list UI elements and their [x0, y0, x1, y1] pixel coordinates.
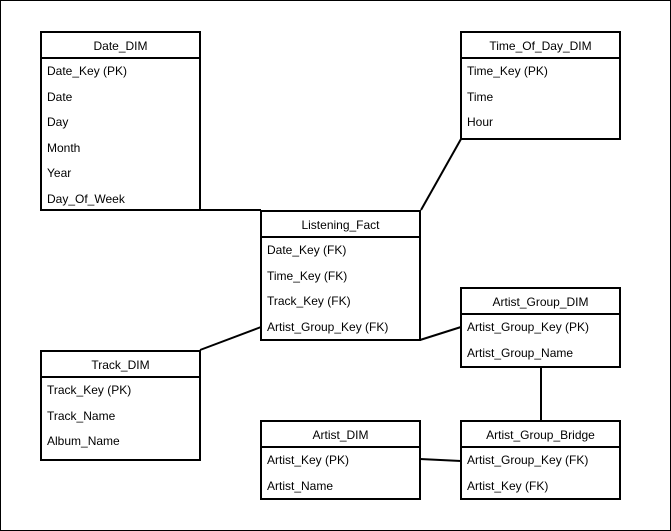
link-time-fact — [420, 138, 462, 211]
attribute-day-of-week: Day_Of_Week — [47, 191, 125, 206]
entity-artist-group-dim: Artist_Group_DIM Artist_Group_Key (PK) A… — [460, 287, 621, 368]
attribute-artist-group-name: Artist_Group_Name — [467, 345, 574, 360]
attribute-artist-group-key-fk: Artist_Group_Key (FK) — [267, 319, 389, 334]
entity-time-of-day-dim: Time_Of_Day_DIM Time_Key (PK) Time Hour — [460, 31, 621, 140]
entity-track-dim: Track_DIM Track_Key (PK) Track_Name Albu… — [40, 350, 201, 461]
attribute-track-name: Track_Name — [47, 408, 116, 423]
attribute-album-name: Album_Name — [47, 434, 120, 448]
attribute-time-key-fk: Time_Key (FK) — [267, 268, 348, 283]
attribute-month: Month — [47, 140, 81, 155]
entity-artist-dim: Artist_DIM Artist_Key (PK) Artist_Name — [260, 420, 421, 500]
link-artist-bridge — [419, 458, 462, 462]
attribute-year: Year — [47, 166, 72, 180]
link-track-fact — [199, 326, 262, 351]
attribute-date-key: Date_Key (PK) — [47, 64, 128, 78]
attribute-artist-group-key-fk: Artist_Group_Key (FK) — [467, 453, 589, 467]
entity-title: Artist_DIM — [262, 422, 419, 448]
attribute-hour: Hour — [467, 115, 494, 129]
entity-title: Artist_Group_DIM — [462, 289, 619, 315]
attribute-time-key: Time_Key (PK) — [467, 64, 548, 78]
entity-title: Date_DIM — [42, 33, 199, 59]
attribute-day: Day — [47, 115, 69, 129]
entity-title: Artist_Group_Bridge — [462, 422, 619, 448]
attribute-artist-name: Artist_Name — [267, 478, 334, 493]
link-artistgroup-fact — [419, 326, 462, 341]
attribute-artist-key: Artist_Key (PK) — [267, 453, 350, 467]
entity-artist-group-bridge: Artist_Group_Bridge Artist_Group_Key (FK… — [460, 420, 621, 500]
entity-title: Track_DIM — [42, 352, 199, 378]
attribute-time: Time — [467, 89, 494, 104]
entity-title: Time_Of_Day_DIM — [462, 33, 619, 59]
entity-date-dim: Date_DIM Date_Key (PK) Date Day Month Ye… — [40, 31, 201, 211]
attribute-track-key: Track_Key (PK) — [47, 383, 132, 397]
attribute-date: Date — [47, 89, 73, 104]
attribute-track-key-fk: Track_Key (FK) — [267, 294, 351, 308]
entity-title: Listening_Fact — [262, 212, 419, 238]
attribute-artist-key-fk: Artist_Key (FK) — [467, 478, 549, 493]
entity-listening-fact: Listening_Fact Date_Key (FK) Time_Key (F… — [260, 210, 421, 341]
attribute-date-key-fk: Date_Key (FK) — [267, 243, 347, 257]
attribute-artist-group-key: Artist_Group_Key (PK) — [467, 320, 590, 334]
